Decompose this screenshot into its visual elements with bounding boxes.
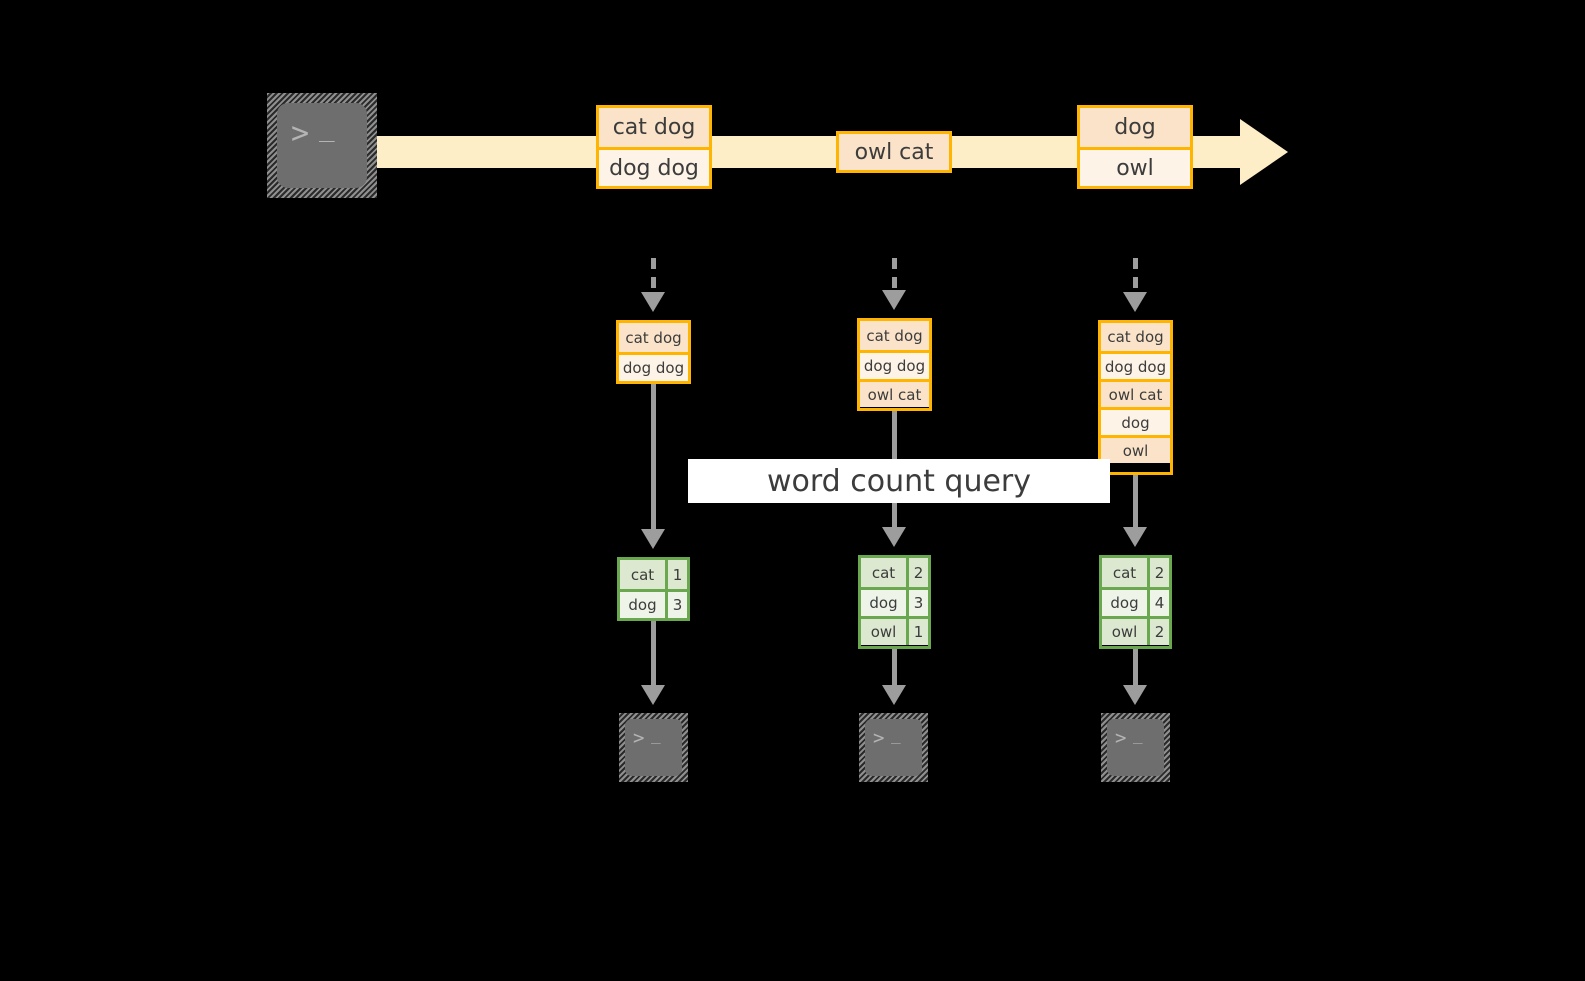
- stream-event-line: owl cat: [839, 134, 949, 170]
- terminal-cursor-glyph: _: [891, 725, 901, 744]
- snapshot-3-query-arrowhead: [1123, 527, 1147, 547]
- snapshot-1-records[interactable]: cat dog dog dog: [616, 320, 691, 384]
- stream-event-line: dog: [1080, 108, 1190, 147]
- table-cell-count: 3: [665, 592, 687, 618]
- table-cell-word: owl: [1102, 619, 1147, 645]
- snapshot-2-sink-arrowhead: [882, 685, 906, 705]
- record-line: dog dog: [1101, 351, 1170, 379]
- terminal-prompt-glyph: >: [291, 116, 310, 151]
- terminal-cursor-glyph: _: [319, 113, 335, 143]
- record-line: owl cat: [860, 379, 929, 407]
- record-line: cat dog: [619, 323, 688, 352]
- snapshot-3-sink-terminal-icon[interactable]: > _: [1101, 713, 1170, 782]
- snapshot-2-records[interactable]: cat dog dog dog owl cat: [857, 318, 932, 411]
- query-label-text: word count query: [766, 463, 1032, 499]
- table-cell-count: 2: [906, 558, 928, 587]
- record-line: dog dog: [860, 350, 929, 379]
- table-cell-count: 1: [665, 560, 687, 589]
- stream-event-line: cat dog: [599, 108, 709, 147]
- terminal-prompt-glyph: >: [1115, 727, 1127, 749]
- snapshot-2-sink-line: [892, 649, 897, 687]
- snapshot-2-query-arrowhead: [882, 527, 906, 547]
- table-cell-count: 4: [1147, 590, 1169, 616]
- terminal-screen: > _: [865, 719, 922, 776]
- snapshot-2-tap-arrowhead: [882, 290, 906, 310]
- snapshot-3-records[interactable]: cat dog dog dog owl cat dog owl: [1098, 320, 1173, 475]
- table-cell-count: 2: [1147, 558, 1169, 587]
- snapshot-3-sink-arrowhead: [1123, 685, 1147, 705]
- table-cell-word: dog: [861, 590, 906, 616]
- stream-event-2[interactable]: owl cat: [836, 131, 952, 173]
- query-label-banner: word count query: [688, 459, 1110, 503]
- snapshot-1-sink-line: [651, 621, 656, 687]
- terminal-cursor-glyph: _: [651, 725, 661, 744]
- table-row: cat 2: [1102, 558, 1169, 587]
- table-cell-word: cat: [620, 560, 665, 589]
- snapshot-2-sink-terminal-icon[interactable]: > _: [859, 713, 928, 782]
- record-line: cat dog: [860, 321, 929, 350]
- record-line: cat dog: [1101, 323, 1170, 351]
- snapshot-1-sink-terminal-icon[interactable]: > _: [619, 713, 688, 782]
- table-cell-count: 2: [1147, 619, 1169, 645]
- snapshot-1-query-line: [651, 384, 656, 531]
- terminal-prompt-glyph: >: [633, 727, 645, 749]
- table-row: dog 3: [861, 587, 928, 616]
- table-row: cat 2: [861, 558, 928, 587]
- table-row: dog 3: [620, 589, 687, 618]
- snapshot-3-sink-line: [1133, 649, 1138, 687]
- stream-event-3[interactable]: dog owl: [1077, 105, 1193, 189]
- record-line: owl cat: [1101, 379, 1170, 407]
- snapshot-1-result-table[interactable]: cat 1 dog 3: [617, 557, 690, 621]
- stream-event-line: dog dog: [599, 147, 709, 186]
- snapshot-1-sink-arrowhead: [641, 685, 665, 705]
- table-cell-word: cat: [861, 558, 906, 587]
- table-row: cat 1: [620, 560, 687, 589]
- terminal-screen: > _: [1107, 719, 1164, 776]
- stream-arrowhead: [1240, 119, 1288, 185]
- stream-event-line: owl: [1080, 147, 1190, 186]
- snapshot-1-query-arrowhead: [641, 529, 665, 549]
- table-cell-word: owl: [861, 619, 906, 645]
- table-cell-word: dog: [620, 592, 665, 618]
- snapshot-3-query-line: [1133, 475, 1138, 529]
- table-row: owl 2: [1102, 616, 1169, 645]
- record-line: dog: [1101, 407, 1170, 435]
- record-line: owl: [1101, 435, 1170, 463]
- terminal-prompt-glyph: >: [873, 727, 885, 749]
- snapshot-1-tap-arrowhead: [641, 292, 665, 312]
- table-cell-count: 1: [906, 619, 928, 645]
- table-cell-count: 3: [906, 590, 928, 616]
- stream-event-1[interactable]: cat dog dog dog: [596, 105, 712, 189]
- record-line: dog dog: [619, 352, 688, 381]
- terminal-screen: > _: [625, 719, 682, 776]
- snapshot-2-tap-line: [892, 258, 897, 294]
- snapshot-3-tap-line: [1133, 258, 1138, 294]
- terminal-cursor-glyph: _: [1133, 725, 1143, 744]
- snapshot-3-tap-arrowhead: [1123, 292, 1147, 312]
- snapshot-3-result-table[interactable]: cat 2 dog 4 owl 2: [1099, 555, 1172, 649]
- table-cell-word: cat: [1102, 558, 1147, 587]
- source-terminal-icon[interactable]: > _: [267, 93, 377, 198]
- snapshot-1-tap-line: [651, 258, 656, 294]
- snapshot-2-result-table[interactable]: cat 2 dog 3 owl 1: [858, 555, 931, 649]
- terminal-screen: > _: [277, 103, 367, 188]
- table-row: dog 4: [1102, 587, 1169, 616]
- table-cell-word: dog: [1102, 590, 1147, 616]
- table-row: owl 1: [861, 616, 928, 645]
